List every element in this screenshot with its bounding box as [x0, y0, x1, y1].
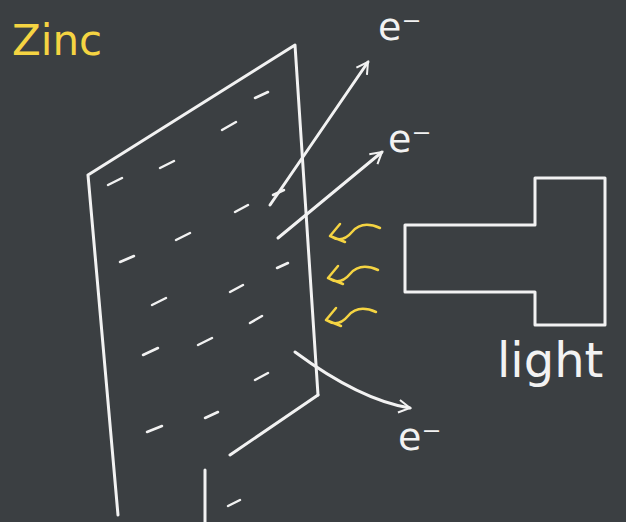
electron-arrow: [270, 62, 368, 205]
light-rays: [326, 224, 380, 326]
electron-label: e⁻: [398, 418, 441, 456]
negative-charges: [108, 92, 288, 506]
electron-label: e⁻: [378, 8, 421, 46]
electron-label: e⁻: [388, 120, 431, 158]
plate-stand: [204, 470, 207, 522]
zinc-plate: [88, 45, 318, 515]
metal-label: Zinc: [12, 20, 102, 62]
electron-arrow: [295, 352, 410, 408]
light-source: [405, 178, 605, 325]
plate-edge: [230, 395, 318, 455]
source-label: light: [497, 336, 603, 384]
